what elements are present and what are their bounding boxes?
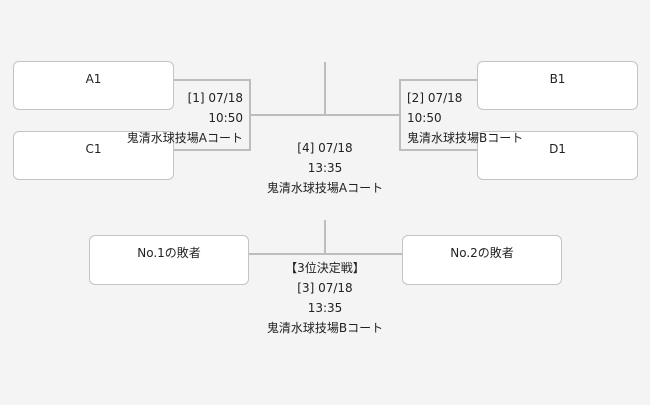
match-2-info: [2] 07/18 10:50 鬼清水球技場Bコート	[407, 88, 523, 148]
match-4-label: [4] 07/18	[297, 141, 353, 155]
match-2-venue: 鬼清水球技場Bコート	[407, 131, 524, 145]
bracket-line	[400, 79, 477, 81]
match-2-time: 10:50	[407, 111, 442, 125]
team-d1[interactable]: D1	[477, 131, 638, 180]
team-c1[interactable]: C1	[13, 131, 174, 180]
team-loser-1[interactable]: No.1の敗者	[89, 235, 249, 285]
bracket-line	[174, 149, 250, 151]
match-1-label: [1] 07/18	[187, 91, 243, 105]
bracket-line	[324, 220, 326, 253]
match-3-label: [3] 07/18	[297, 281, 353, 295]
bracket-line	[174, 79, 250, 81]
match-3-info: 【3位決定戦】 [3] 07/18 13:35 鬼清水球技場Bコート	[225, 258, 425, 338]
bracket-line	[249, 253, 402, 255]
bracket-line	[324, 62, 326, 114]
match-3-time: 13:35	[307, 301, 343, 315]
bracket-line	[250, 114, 400, 116]
match-1-time: 10:50	[208, 111, 243, 125]
bracket-line	[399, 79, 401, 151]
match-4-info: [4] 07/18 13:35 鬼清水球技場Aコート	[225, 138, 425, 198]
match-2-label: [2] 07/18	[407, 91, 463, 105]
match-3-venue: 鬼清水球技場Bコート	[266, 321, 384, 335]
match-3-title: 【3位決定戦】	[285, 261, 365, 275]
team-b1[interactable]: B1	[477, 61, 638, 110]
match-4-venue: 鬼清水球技場Aコート	[266, 181, 384, 195]
team-a1[interactable]: A1	[13, 61, 174, 110]
match-1-info: [1] 07/18 10:50 鬼清水球技場Aコート	[127, 88, 243, 148]
match-4-time: 13:35	[307, 161, 343, 175]
match-1-venue: 鬼清水球技場Aコート	[126, 131, 243, 145]
bracket-line	[400, 149, 477, 151]
team-loser-2[interactable]: No.2の敗者	[402, 235, 562, 285]
